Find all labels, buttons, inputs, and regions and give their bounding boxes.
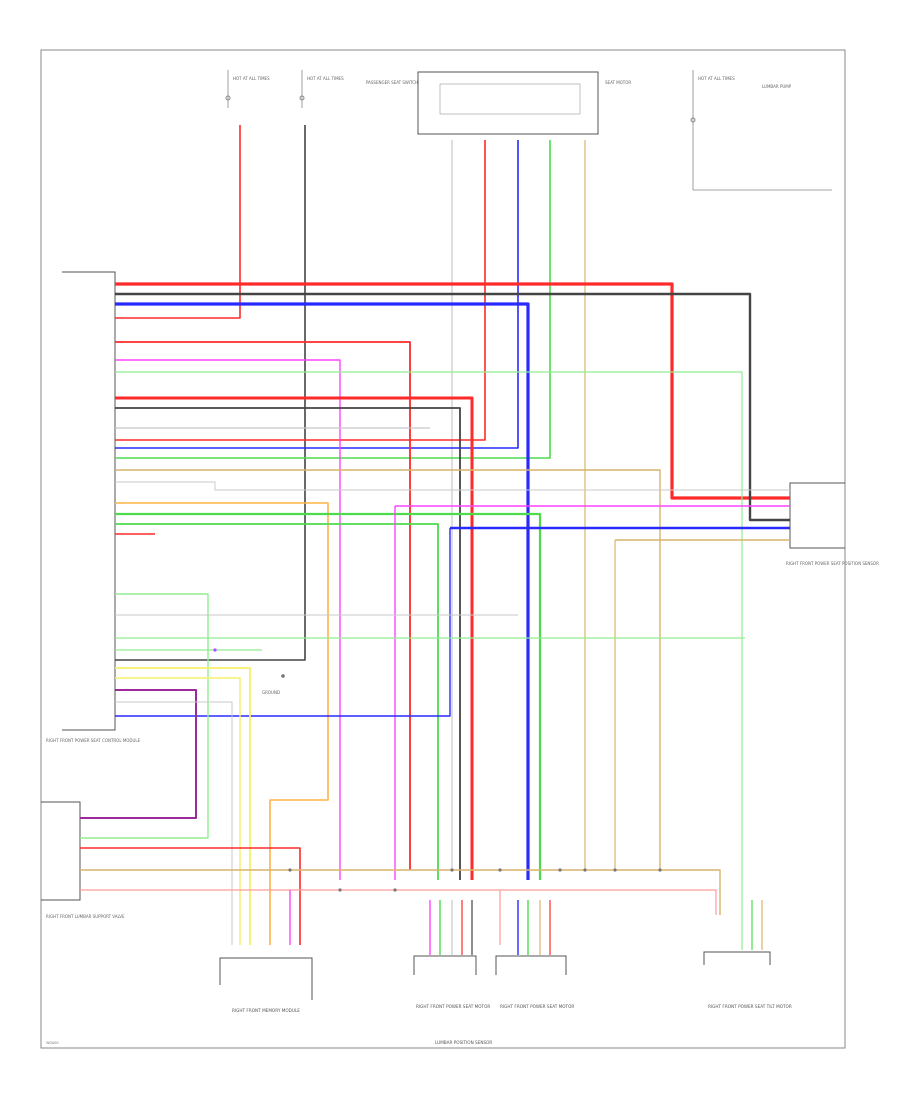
lumbar-block-label: RIGHT FRONT LUMBAR SUPPORT VALVE: [46, 914, 125, 919]
fuse-left-2: HOT AT ALL TIMES: [299, 70, 344, 108]
wire-bus-green-2: [115, 523, 439, 880]
footer-code: W0000: [46, 1041, 59, 1045]
bottom-mid-2-component: RIGHT FRONT POWER SEAT MOTOR: [495, 955, 574, 1009]
wire-sw-blue: [115, 140, 519, 449]
bottom-mid-2-label: RIGHT FRONT POWER SEAT MOTOR: [500, 1004, 574, 1009]
switch-block: [417, 71, 599, 135]
front-seat-module-label: RIGHT FRONT POWER SEAT CONTROL MODULE: [46, 738, 141, 743]
wire-bus-black-2: [115, 407, 461, 880]
lumbar-block: [41, 801, 81, 901]
wire-bottom-tan: [80, 869, 721, 915]
wire-bus-lightgreen: [115, 371, 743, 900]
wire-bus-black: [115, 292, 790, 522]
junction-dot-7: [613, 868, 617, 872]
fuse-left-1-label: HOT AT ALL TIMES: [233, 76, 270, 81]
wire-sw-green: [115, 140, 551, 459]
bottom-left-label: RIGHT FRONT MEMORY MODULE: [232, 1008, 300, 1013]
right-connector: [789, 482, 845, 549]
wire-bus-gray-2: [115, 481, 790, 491]
wire-bus-blue: [115, 302, 530, 880]
fuse-right-label: HOT AT ALL TIMES: [698, 76, 735, 81]
wire-low-green: [80, 593, 209, 839]
bottom-mid-1-label: RIGHT FRONT POWER SEAT MOTOR: [416, 1004, 490, 1009]
wire-low-yellow-2: [115, 677, 241, 945]
junction-dot-0: [288, 868, 292, 872]
junction-dot-ground: [281, 674, 285, 678]
wire-bus-tan: [115, 469, 661, 870]
wire-bus-orange: [115, 502, 329, 945]
wire-low-yellow: [115, 667, 251, 945]
junction-dot-mid: [213, 648, 217, 652]
wire-group: [80, 125, 790, 955]
junction-dot-6: [583, 868, 587, 872]
fuse-left-2-label: HOT AT ALL TIMES: [307, 76, 344, 81]
junction-dot-1: [338, 888, 342, 892]
junction-dot-8: [658, 868, 662, 872]
switch-block-label: PASSENGER SEAT SWITCH: [366, 80, 418, 85]
bottom-right-label: RIGHT FRONT POWER SEAT TILT MOTOR: [708, 1004, 792, 1009]
wire-bus-red-top: [115, 282, 790, 500]
junction-dot-5: [558, 868, 562, 872]
wire-bus-green: [115, 512, 542, 880]
seat-motor-module-label: SEAT MOTOR: [605, 80, 631, 85]
wire-fuse2-black: [115, 125, 306, 661]
wire-sw-red: [115, 140, 486, 441]
wire-low-gray-2: [115, 701, 233, 945]
fuse-left-1: HOT AT ALL TIMES: [225, 70, 270, 108]
wire-bottom-red: [80, 847, 301, 945]
wire-bus-red-2: [115, 341, 411, 870]
wire-fuse1-red: [115, 125, 241, 319]
junction-dot-4: [498, 868, 502, 872]
wire-bottom-pink-2: [500, 889, 717, 915]
wire-bus-pink: [115, 359, 341, 880]
ground-label: GROUND: [262, 690, 280, 695]
diagram-frame: [40, 49, 846, 1049]
wire-low-purple: [80, 689, 197, 819]
bottom-right-component: RIGHT FRONT POWER SEAT TILT MOTOR: [703, 951, 792, 1009]
wire-bus-blue-3: [115, 528, 451, 717]
bottom-mid-1-component: RIGHT FRONT POWER SEAT MOTOR: [413, 955, 490, 1009]
ground: GROUND: [262, 674, 285, 695]
bottom-caption: LUMBAR POSITION SENSOR: [435, 1040, 492, 1045]
bottom-left-component: RIGHT FRONT MEMORY MODULE: [219, 957, 313, 1013]
fuse-right: HOT AT ALL TIMES: [690, 70, 832, 191]
wire-bus-red-3: [115, 396, 474, 880]
right-connector-label: RIGHT FRONT POWER SEAT POSITION SENSOR: [786, 561, 879, 566]
lumbar-pump-label: LUMBAR PUMP: [762, 84, 792, 89]
junction-dot-2: [393, 888, 397, 892]
front-seat-module: [62, 271, 116, 731]
junction-dot-3: [450, 868, 454, 872]
